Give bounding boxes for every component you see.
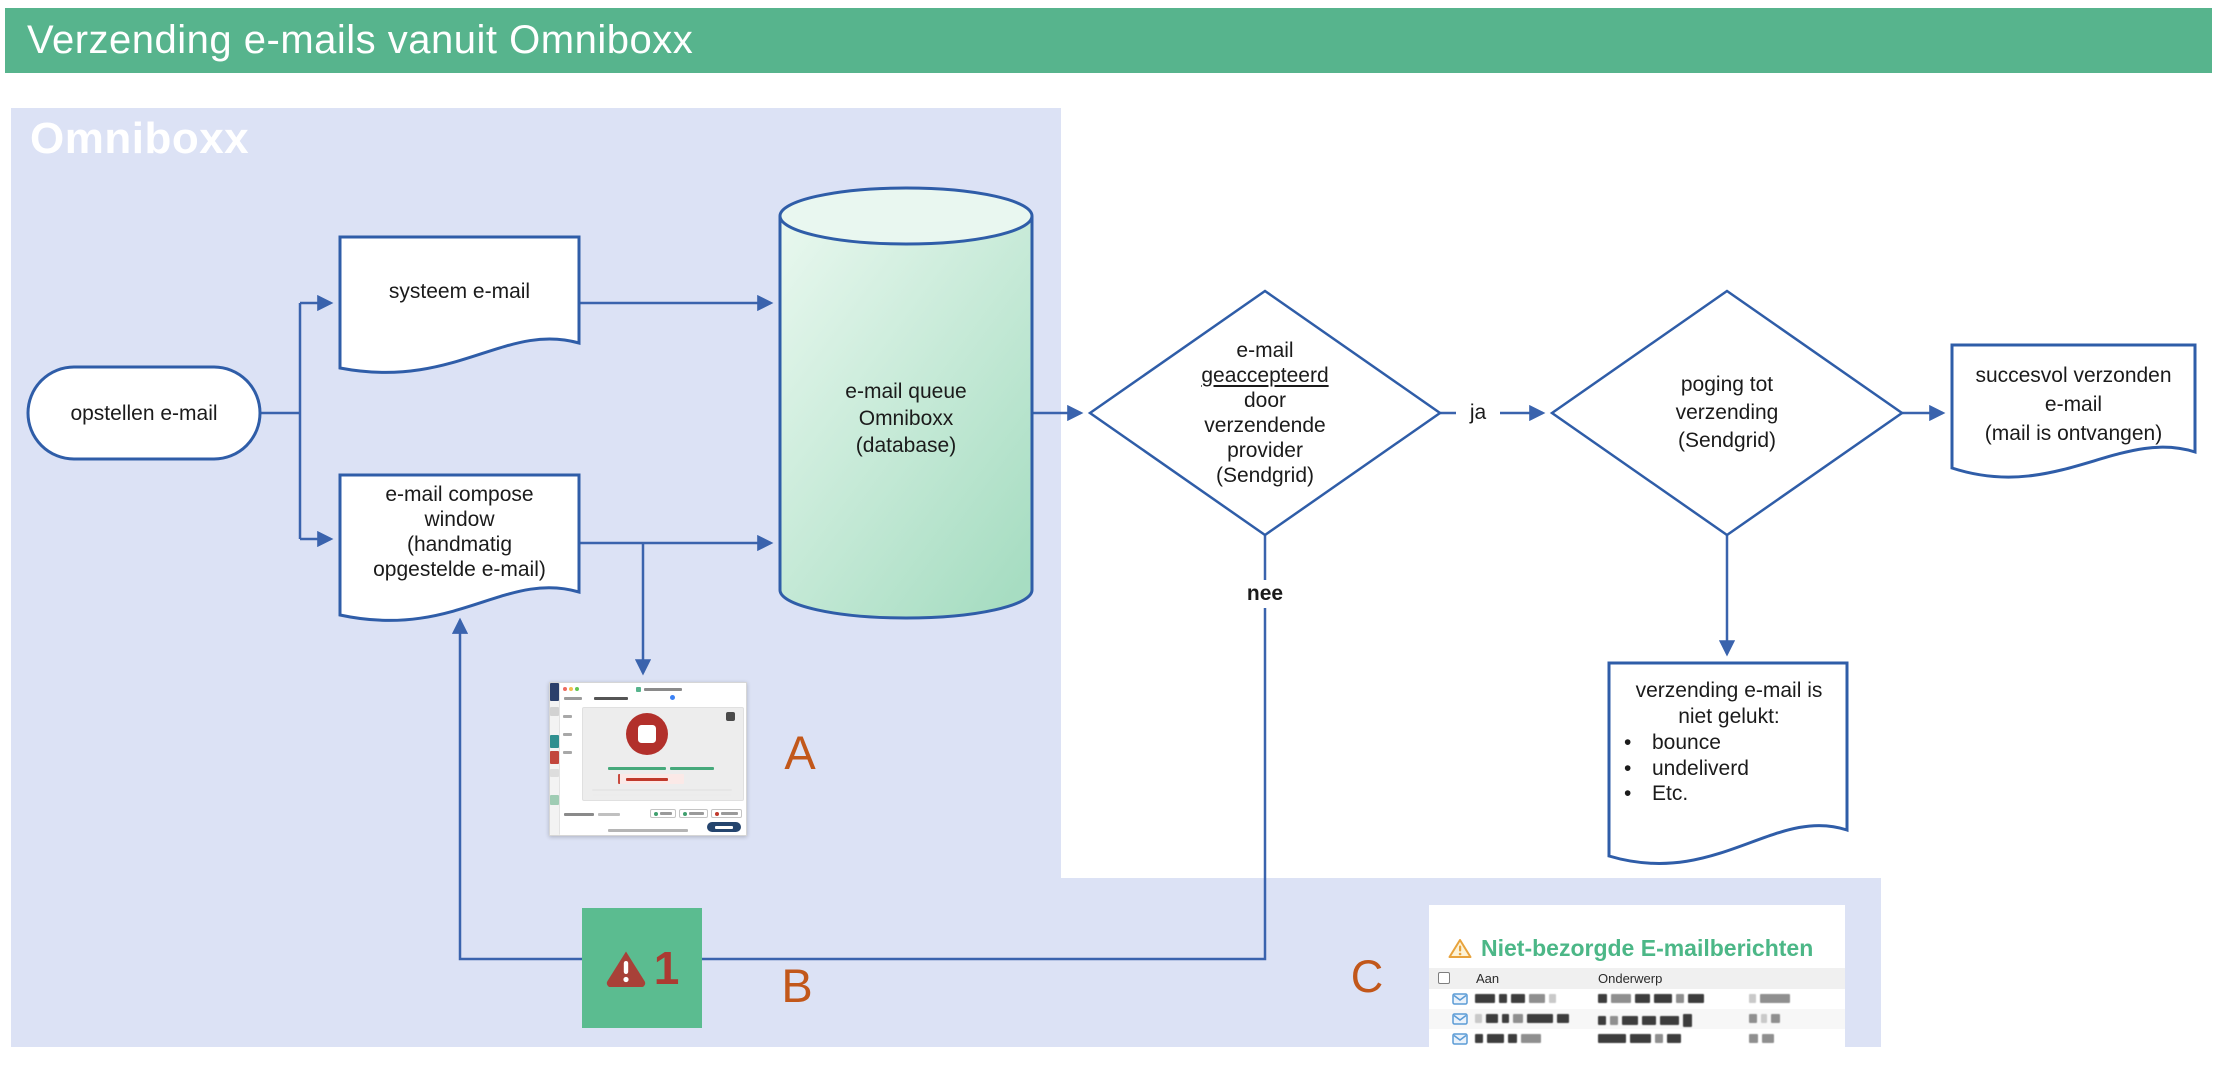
redacted-subject <box>1598 1034 1681 1043</box>
decision-accepted-label: e-mail geaccepteerd door verzendende pro… <box>1115 332 1415 494</box>
edge-label-ja: ja <box>1456 399 1500 427</box>
failure-bullet-etc: Etc. <box>1616 781 1842 807</box>
sidebar-block <box>550 707 559 716</box>
queue-database-cylinder-top <box>778 186 1034 246</box>
redacted-recipient <box>1475 1014 1569 1023</box>
sidebar-block <box>550 735 559 748</box>
window-title-bar <box>644 688 682 691</box>
redacted-meta <box>1749 1014 1780 1023</box>
field-label-bar <box>563 733 572 736</box>
redacted-meta <box>1749 1034 1774 1043</box>
failure-label: verzending e-mail is niet gelukt: bounce… <box>1616 678 1842 807</box>
system-email-document-shape <box>338 235 581 374</box>
title-bar: Verzending e-mails vanuit Omniboxx <box>5 8 2212 73</box>
failure-bullet-undeliverd: undeliverd <box>1616 756 1842 782</box>
compose-window-label: e-mail compose window (handmatig opgeste… <box>373 483 546 581</box>
send-now-button-thumb <box>650 809 676 818</box>
warning-triangle-icon <box>606 951 645 987</box>
table-row <box>1429 989 1845 1009</box>
omniboxx-region-label: Omniboxx <box>30 114 250 163</box>
form-value-bar <box>594 697 628 700</box>
undelivered-heading-text: Niet-bezorgde E-mailberichten <box>1481 935 1814 961</box>
system-email-label: systeem e-mail <box>388 279 531 303</box>
undelivered-panel-heading: Niet-bezorgde E-mailberichten <box>1448 935 1813 962</box>
decision-accepted-line1: e-mail <box>1236 339 1294 362</box>
queue-label: e-mail queue Omniboxx (database) <box>845 379 967 457</box>
faint-row <box>592 794 732 796</box>
field-label-bar <box>563 751 572 754</box>
table-row <box>1429 1009 1845 1029</box>
envelope-icon <box>1452 1013 1468 1025</box>
start-label: opstellen e-mail <box>70 401 218 425</box>
window-title-icon <box>636 687 641 692</box>
decision-accepted-underlined: geaccepteerd <box>1201 364 1329 387</box>
redacted-meta <box>1749 994 1790 1003</box>
stop-square <box>638 725 656 743</box>
redacted-subject <box>1598 1014 1692 1027</box>
compose-window-document-shape <box>338 473 581 622</box>
traffic-light-close-icon <box>563 687 567 691</box>
stop-error-icon <box>626 713 668 755</box>
redacted-recipient <box>1475 994 1556 1003</box>
sidebar-block <box>550 795 559 805</box>
success-document-shape <box>1950 343 2197 479</box>
start-terminator-shape <box>26 365 262 461</box>
decision-accepted-rest: door verzendende provider (Sendgrid) <box>1204 389 1326 487</box>
compose-error-screenshot <box>549 682 747 836</box>
field-label-bar <box>563 715 572 718</box>
footer-text-bar <box>608 829 688 832</box>
green-message-bar <box>670 767 714 770</box>
redacted-recipient <box>1475 1034 1541 1043</box>
attachment-text-bar <box>564 813 594 816</box>
edge-label-nee: nee <box>1237 580 1293 608</box>
page-title: Verzending e-mails vanuit Omniboxx <box>27 18 694 62</box>
faint-row <box>592 789 732 791</box>
failure-bullet-bounce: bounce <box>1616 730 1842 756</box>
decision-attempt-diamond <box>1549 289 1905 537</box>
decision-attempt-label: poging tot verzending (Sendgrid) <box>1675 373 1779 452</box>
queue-database-cylinder <box>778 216 1034 620</box>
attachment-text-bar <box>598 813 620 816</box>
undelivered-emails-panel: Niet-bezorgde E-mailberichten Aan Onderw… <box>1429 905 1845 1047</box>
table-header-row: Aan Onderwerp <box>1429 968 1845 989</box>
redacted-subject <box>1598 994 1704 1003</box>
annotation-a: A <box>784 725 816 779</box>
annotation-c: C <box>1350 951 1384 1002</box>
sidebar-block <box>550 683 559 701</box>
column-header-onderwerp: Onderwerp <box>1598 971 1663 986</box>
decision-accepted-diamond <box>1087 289 1443 537</box>
support-text-bar <box>715 825 733 829</box>
green-message-bar <box>608 767 666 770</box>
error-alert-text-bar <box>626 777 668 781</box>
failure-title: verzending e-mail is niet gelukt: <box>1635 679 1823 728</box>
support-button-thumb <box>707 822 741 832</box>
envelope-icon <box>1452 993 1468 1005</box>
traffic-light-zoom-icon <box>575 687 579 691</box>
info-dot-icon <box>670 695 675 700</box>
preview-send-button-thumb <box>679 809 708 818</box>
sidebar-block <box>550 751 559 764</box>
warning-triangle-icon <box>1448 939 1472 958</box>
sidebar-block <box>550 769 559 777</box>
table-row <box>1429 1029 1845 1047</box>
panel-action-icon <box>726 712 735 721</box>
select-all-checkbox <box>1438 972 1450 984</box>
connector-nee-retry-loop <box>451 535 1267 961</box>
success-label: succesvol verzonden e-mail (mail is ontv… <box>1975 363 2172 445</box>
error-badge: 1 <box>582 908 702 1028</box>
traffic-light-minimize-icon <box>569 687 573 691</box>
save-concept-button-thumb <box>711 809 742 818</box>
column-header-aan: Aan <box>1476 971 1500 986</box>
error-badge-count: 1 <box>653 942 680 994</box>
envelope-icon <box>1452 1033 1468 1045</box>
annotation-b: B <box>781 958 813 1012</box>
form-label-bar <box>564 697 582 700</box>
